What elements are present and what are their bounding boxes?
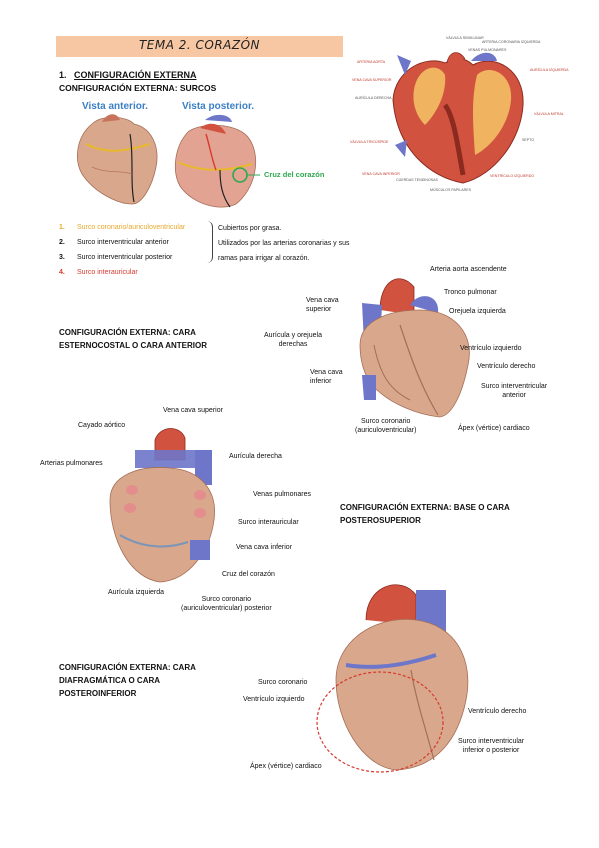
lbl-musculos-papilares: MÚSCULOS PAPILARES (430, 188, 472, 192)
lbl-apex: Ápex (vértice) cardiaco (458, 425, 530, 432)
section-title-text: CONFIGURACIÓN EXTERNA (74, 70, 197, 80)
view-anterior-label: Vista anterior. (82, 101, 148, 112)
lbl-diaf-surco-coronario: Surco coronario (258, 679, 308, 686)
lbl-diaf-ventriculo-der: Ventrículo derecho (468, 708, 527, 715)
heart-diafragmatica-diagram (316, 584, 469, 773)
lbl-vena-cava-inferior: VENA CAVA INFERIOR (362, 172, 400, 176)
lbl-tronco-pulmonar: Tronco pulmonar (444, 289, 497, 296)
view-posterior-label: Vista posterior. (182, 101, 255, 112)
surcos-note: Cubiertos por grasa. Utilizados por las … (218, 225, 350, 262)
list-item: 1.Surco coronario/auriculoventricular (59, 224, 186, 231)
lbl-aorta-ascendente: Arteria aorta ascendente (430, 266, 507, 273)
page-title: TEMA 2. CORAZÓN (138, 38, 261, 52)
lbl-ventriculo-izquierdo: VENTRÍCULO IZQUIERDO (490, 174, 535, 178)
list-item: 4.Surco interauricular (59, 269, 138, 276)
heart-anterior-diagram (359, 278, 470, 418)
heart-section-diagram (392, 52, 524, 184)
surcos-heading: CONFIGURACIÓN EXTERNA: SURCOS (59, 83, 217, 93)
lbl-valvula-semilunar: VÁLVULA SEMILUNAR (446, 36, 484, 40)
lbl-ventriculo-der: Ventrículo derecho (477, 363, 536, 370)
surcos-list: 1.Surco coronario/auriculoventricular 2.… (59, 220, 185, 280)
title-banner: TEMA 2. CORAZÓN (56, 36, 343, 57)
lbl-venas-pulmonares: VENAS PULMONARES (468, 48, 507, 52)
lbl-septo: SEPTO (522, 138, 535, 142)
list-item: 3.Surco interventricular posterior (59, 254, 173, 261)
lbl-base-vci: Vena cava inferior (236, 544, 293, 551)
lbl-vena-cava-superior: VENA CAVA SUPERIOR (352, 78, 392, 82)
lbl-orejuela-izq: Orejuela izquierda (449, 308, 506, 315)
lbl-cuerdas-tendinosas: CUERDAS TENDINOSAS (396, 178, 438, 182)
lbl-valvula-tricuspide: VÁLVULA TRICÚSPIDE (350, 140, 389, 144)
cruz-label: Cruz del corazón (264, 170, 325, 179)
diafragmatica-heading: CONFIGURACIÓN EXTERNA: CARA DIAFRAGMÁTIC… (59, 663, 196, 698)
lbl-base-auricula-der: Aurícula derecha (229, 453, 282, 460)
lbl-base-auricula-izq: Aurícula izquierda (108, 589, 165, 596)
lbl-auricula-derecha: AURÍCULA DERECHA (355, 96, 392, 100)
lbl-base-vcs: Vena cava superior (163, 407, 223, 414)
heart-base-diagram (109, 428, 215, 583)
section-number: 1. (59, 70, 67, 80)
anterior-heading: CONFIGURACIÓN EXTERNA: CARA ESTERNOCOSTA… (59, 328, 208, 350)
lbl-diaf-ventriculo-izq: Ventrículo izquierdo (243, 696, 305, 703)
list-item: 2.Surco interventricular anterior (59, 239, 169, 246)
lbl-auricula-izquierda: AURÍCULA IZQUIERDA (530, 68, 569, 72)
brace (206, 221, 213, 263)
lbl-venas-pulmonares: Venas pulmonares (253, 491, 311, 498)
heart-posterior-small (174, 114, 260, 208)
lbl-surco-coronario: Surco coronario(auriculoventricular) (355, 418, 417, 434)
base-heading: CONFIGURACIÓN EXTERNA: BASE O CARA POSTE… (340, 503, 510, 525)
lbl-arterias-pulmonares: Arterias pulmonares (40, 460, 103, 467)
section-title: 1. CONFIGURACIÓN EXTERNA (59, 70, 197, 80)
lbl-arteria-aorta: ARTERIA AORTA (357, 60, 386, 64)
lbl-surco-interauricular: Surco interauricular (238, 519, 299, 526)
lbl-diaf-apex: Ápex (vértice) cardiaco (250, 763, 322, 770)
lbl-base-surco-coronario: Surco coronario(auriculoventricular) pos… (181, 596, 272, 612)
lbl-cayado-aortico: Cayado aórtico (78, 422, 126, 429)
lbl-base-cruz: Cruz del corazón (222, 571, 275, 578)
lbl-arteria-coronaria-izq: ARTERIA CORONARIA IZQUIERDA (482, 40, 541, 44)
lbl-valvula-mitral: VÁLVULA MITRAL (534, 112, 564, 116)
heart-anterior-small (77, 114, 158, 205)
lbl-ventriculo-izq: Ventrículo izquierdo (460, 345, 522, 352)
